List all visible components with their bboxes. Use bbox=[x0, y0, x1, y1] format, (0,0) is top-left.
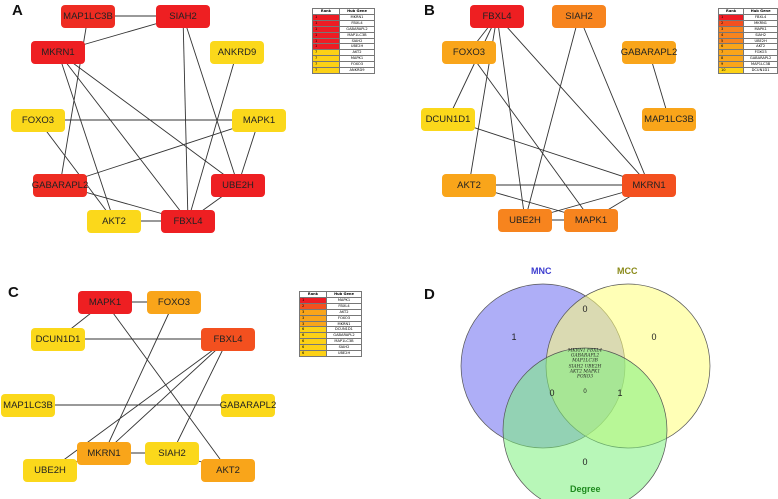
rank-cell: 7 bbox=[312, 67, 340, 74]
venn-set-label-degree: Degree bbox=[570, 484, 601, 494]
venn-center-gene-line: AKT2 MAPK1 bbox=[569, 369, 601, 375]
edge-a-mapk1-gabarapl2 bbox=[59, 119, 260, 186]
node-c-ube2h[interactable]: UBE2H bbox=[23, 458, 77, 482]
node-c-fbxl4[interactable]: FBXL4 bbox=[201, 327, 255, 351]
hub-gene-cell: DCUN1D1 bbox=[743, 67, 778, 74]
node-b-mapk1[interactable]: MAPK1 bbox=[564, 208, 618, 232]
node-b-dcun1d1[interactable]: DCUN1D1 bbox=[421, 107, 475, 131]
node-a-mkrn1[interactable]: MKRN1 bbox=[31, 40, 85, 64]
node-a-ankrd9[interactable]: ANKRD9 bbox=[210, 40, 264, 64]
venn-count-all: 0 bbox=[583, 389, 587, 395]
node-a-mapk1[interactable]: MAPK1 bbox=[232, 108, 286, 132]
node-a-akt2[interactable]: AKT2 bbox=[87, 209, 141, 233]
venn-set-label-mnc: MNC bbox=[531, 266, 552, 276]
panel-label-a: A bbox=[12, 2, 23, 19]
panel-label-c: C bbox=[8, 284, 19, 301]
node-c-mkrn1[interactable]: MKRN1 bbox=[77, 441, 131, 465]
edge-b-siah2-ube2h bbox=[524, 15, 580, 221]
edge-b-dcun1d1-mkrn1 bbox=[447, 118, 650, 186]
venn-center-gene-line: MKRN1 FBXL4 bbox=[567, 348, 603, 354]
node-b-mkrn1[interactable]: MKRN1 bbox=[622, 173, 676, 197]
edge-a-siah2-ube2h bbox=[182, 15, 239, 186]
node-b-siah2[interactable]: SIAH2 bbox=[552, 4, 606, 28]
hub-gene-cell: ANKRD9 bbox=[339, 67, 375, 74]
edge-c-fbxl4-mkrn1 bbox=[103, 338, 229, 454]
node-a-foxo3[interactable]: FOXO3 bbox=[11, 108, 65, 132]
edge-b-fbxl4-mkrn1 bbox=[496, 15, 650, 186]
edge-c-mapk1-akt2 bbox=[104, 301, 229, 471]
node-a-fbxl4[interactable]: FBXL4 bbox=[161, 209, 215, 233]
edge-a-ankrd9-fbxl4 bbox=[187, 51, 238, 222]
node-b-gabarapl2[interactable]: GABARAPL2 bbox=[621, 40, 677, 64]
venn-count-mcc-degree: 1 bbox=[617, 388, 623, 398]
node-b-foxo3[interactable]: FOXO3 bbox=[442, 40, 496, 64]
edge-c-fbxl4-siah2 bbox=[171, 338, 229, 454]
venn-count-mnc-degree: 0 bbox=[549, 388, 555, 398]
panel-label-b: B bbox=[424, 2, 435, 19]
node-c-foxo3[interactable]: FOXO3 bbox=[147, 290, 201, 314]
edge-a-mkrn1-akt2 bbox=[57, 51, 115, 222]
node-b-map1lc3b[interactable]: MAP1LC3B bbox=[642, 107, 696, 131]
node-b-fbxl4[interactable]: FBXL4 bbox=[470, 4, 524, 28]
edge-c-foxo3-mkrn1 bbox=[103, 301, 175, 454]
venn-count-mcc-only: 0 bbox=[651, 332, 657, 342]
node-a-map1lc3b[interactable]: MAP1LC3B bbox=[61, 4, 115, 28]
venn-center-gene-line: GABARAPL2 bbox=[570, 353, 600, 359]
venn-count-mnc-mcc: 0 bbox=[582, 304, 588, 314]
node-b-akt2[interactable]: AKT2 bbox=[442, 173, 496, 197]
venn-center-gene-line: FOXO3 bbox=[576, 374, 593, 380]
edge-a-mkrn1-ube2h bbox=[57, 51, 239, 186]
node-c-gabarapl2[interactable]: GABARAPL2 bbox=[220, 393, 276, 417]
edge-a-foxo3-akt2 bbox=[37, 119, 115, 222]
node-c-mapk1[interactable]: MAPK1 bbox=[78, 290, 132, 314]
edge-b-foxo3-mapk1 bbox=[468, 51, 592, 221]
rank-cell: 10 bbox=[717, 67, 745, 74]
venn-set-label-mcc: MCC bbox=[617, 266, 638, 276]
edge-a-mkrn1-fbxl4 bbox=[57, 51, 189, 222]
venn-count-mnc-only: 1 bbox=[511, 332, 517, 342]
edge-b-fbxl4-ube2h bbox=[496, 15, 526, 221]
node-c-siah2[interactable]: SIAH2 bbox=[145, 441, 199, 465]
node-a-gabarapl2[interactable]: GABARAPL2 bbox=[32, 173, 88, 197]
venn-circle-degree bbox=[502, 347, 668, 499]
edge-b-siah2-mkrn1 bbox=[578, 15, 650, 186]
venn-center-gene-line: SIAH2 UBE2H bbox=[568, 364, 602, 369]
venn-center-gene-line: MAP1LC3B bbox=[572, 358, 598, 364]
node-a-siah2[interactable]: SIAH2 bbox=[156, 4, 210, 28]
node-b-ube2h[interactable]: UBE2H bbox=[498, 208, 552, 232]
rank-cell: 6 bbox=[299, 350, 327, 357]
edge-a-siah2-fbxl4 bbox=[182, 15, 189, 222]
node-c-dcun1d1[interactable]: DCUN1D1 bbox=[31, 327, 85, 351]
panel-label-d: D bbox=[424, 286, 435, 303]
node-c-map1lc3b[interactable]: MAP1LC3B bbox=[1, 393, 55, 417]
hub-gene-cell: UBE2H bbox=[326, 350, 362, 357]
venn-count-degree-only: 0 bbox=[582, 457, 588, 467]
node-c-akt2[interactable]: AKT2 bbox=[201, 458, 255, 482]
edge-b-fbxl4-dcun1d1 bbox=[447, 15, 498, 120]
node-a-ube2h[interactable]: UBE2H bbox=[211, 173, 265, 197]
